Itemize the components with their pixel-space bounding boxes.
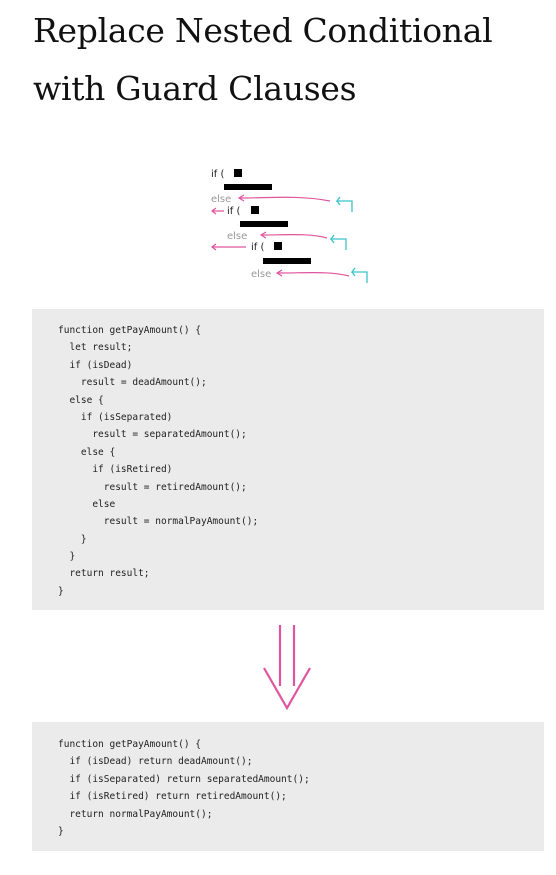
code-line: else { xyxy=(58,394,104,406)
down-arrow-icon xyxy=(263,625,311,711)
else-label-2: else xyxy=(227,231,247,242)
return-arrow-icon-3 xyxy=(350,267,368,283)
condition-box-3 xyxy=(274,242,282,250)
condition-box-1 xyxy=(234,169,242,177)
code-line: result = separatedAmount(); xyxy=(58,429,247,441)
branch-bar-2 xyxy=(240,221,288,227)
else-label-3: else xyxy=(251,269,271,280)
if-label-2: if ( xyxy=(227,206,240,217)
enter-arrow-3 xyxy=(211,243,246,251)
code-line: if (isSeparated) xyxy=(58,411,173,423)
code-line: result = retiredAmount(); xyxy=(58,481,247,493)
code-line: } xyxy=(58,551,76,563)
code-after: function getPayAmount() { if (isDead) re… xyxy=(32,722,544,851)
else-label-1: else xyxy=(211,194,231,205)
branch-bar-1 xyxy=(224,184,272,190)
code-line: if (isDead) return deadAmount(); xyxy=(58,756,253,768)
else-arrowhead-1 xyxy=(237,194,245,202)
branch-bar-3 xyxy=(263,258,311,264)
code-line: } xyxy=(58,585,64,597)
condition-box-2 xyxy=(251,206,259,214)
else-arrow-2 xyxy=(261,234,328,239)
code-before: function getPayAmount() { let result; if… xyxy=(32,309,544,610)
code-line: else { xyxy=(58,446,116,458)
if-label-1: if ( xyxy=(211,169,224,180)
code-line: if (isRetired) xyxy=(58,464,173,476)
code-line: function getPayAmount() { xyxy=(58,739,201,750)
code-line: function getPayAmount() { xyxy=(58,325,201,336)
title-line-2: with Guard Clauses xyxy=(33,69,357,108)
else-arrow-1 xyxy=(239,196,331,202)
code-line: result = deadAmount(); xyxy=(58,377,207,389)
return-arrow-icon-2 xyxy=(329,234,347,250)
code-line: return normalPayAmount(); xyxy=(58,808,213,820)
enter-arrow-2 xyxy=(211,207,224,215)
nested-conditional-sketch: if ( else if ( else if ( else xyxy=(211,169,368,283)
else-arrowhead-2 xyxy=(259,231,267,239)
code-line: let result; xyxy=(58,342,133,354)
page-title: Replace Nested Conditional with Guard Cl… xyxy=(33,2,493,118)
else-arrow-3 xyxy=(277,272,350,277)
code-line: return result; xyxy=(58,568,150,580)
code-line: } xyxy=(58,533,87,545)
code-line: if (isRetired) return retiredAmount(); xyxy=(58,791,287,803)
if-label-3: if ( xyxy=(251,242,264,253)
code-line: else xyxy=(58,498,116,510)
return-arrow-icon-1 xyxy=(335,196,353,212)
code-line: } xyxy=(58,825,64,837)
code-line: result = normalPayAmount(); xyxy=(58,516,259,528)
code-line: if (isDead) xyxy=(58,359,133,371)
code-line: if (isSeparated) return separatedAmount(… xyxy=(58,773,310,785)
else-arrowhead-3 xyxy=(275,269,283,277)
title-line-1: Replace Nested Conditional xyxy=(33,11,493,50)
